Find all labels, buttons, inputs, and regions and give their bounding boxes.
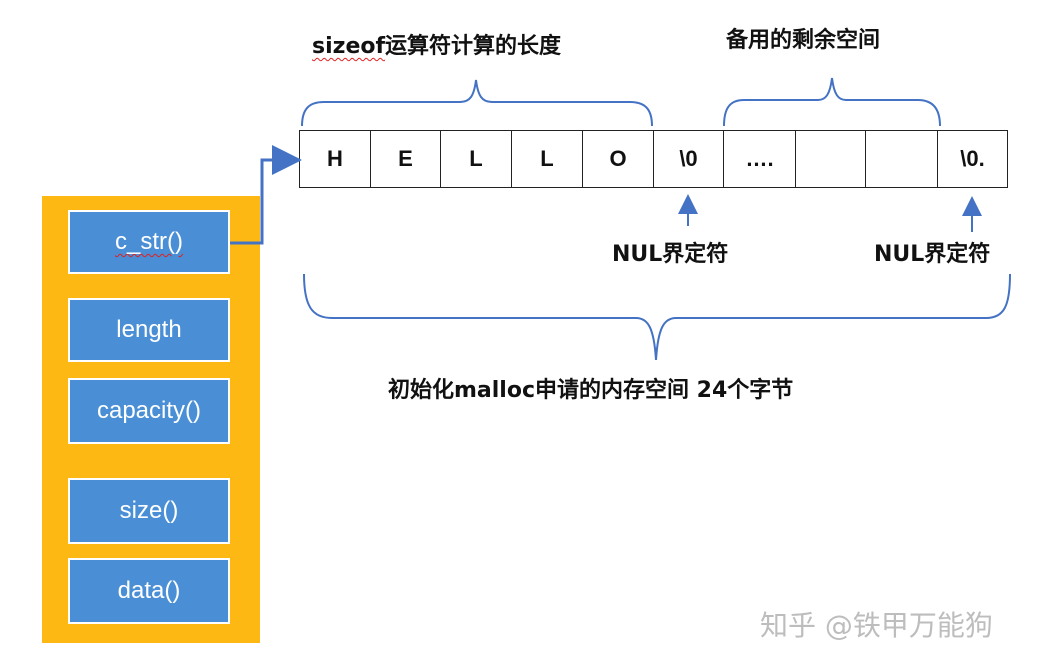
buffer-cell-empty <box>796 130 866 188</box>
reserve-space-label: 备用的剩余空间 <box>726 28 881 53</box>
sizeof-brace <box>301 79 653 127</box>
buffer-cell-ellipsis: …. <box>724 130 796 188</box>
buffer-cell-nul-end: \0. <box>938 130 1008 188</box>
sizeof-keyword: sizeof <box>312 34 386 59</box>
allocation-brace <box>303 273 1011 361</box>
field-data: data() <box>68 558 230 624</box>
buffer-cell-empty <box>866 130 938 188</box>
sizeof-label-text: 运算符计算的长度 <box>385 34 562 59</box>
watermark: 知乎 @铁甲万能狗 <box>760 609 993 642</box>
field-size: size() <box>68 478 230 544</box>
buffer-cell: L <box>441 130 512 188</box>
field-capacity-label: capacity() <box>96 397 202 424</box>
nul-terminator-label-end: NUL界定符 <box>874 242 991 267</box>
field-c-str-label: c_str() <box>115 228 183 255</box>
field-length-label: length <box>116 316 182 343</box>
malloc-allocation-label: 初始化malloc申请的内存空间 24个字节 <box>388 378 794 403</box>
field-length: length <box>68 298 230 362</box>
reserve-brace <box>723 77 941 127</box>
sizeof-length-label: sizeof运算符计算的长度 <box>312 28 561 60</box>
field-capacity: capacity() <box>68 378 230 444</box>
buffer-cell-nul: \0 <box>654 130 724 188</box>
nul-terminator-label: NUL界定符 <box>612 242 729 267</box>
field-size-label: size() <box>119 497 179 524</box>
field-data-label: data() <box>117 577 181 604</box>
buffer-cell: E <box>371 130 441 188</box>
field-c-str: c_str() <box>68 210 230 274</box>
buffer-cell: L <box>512 130 583 188</box>
c-str-pointer-arrow <box>230 145 302 245</box>
buffer-cell: O <box>583 130 654 188</box>
